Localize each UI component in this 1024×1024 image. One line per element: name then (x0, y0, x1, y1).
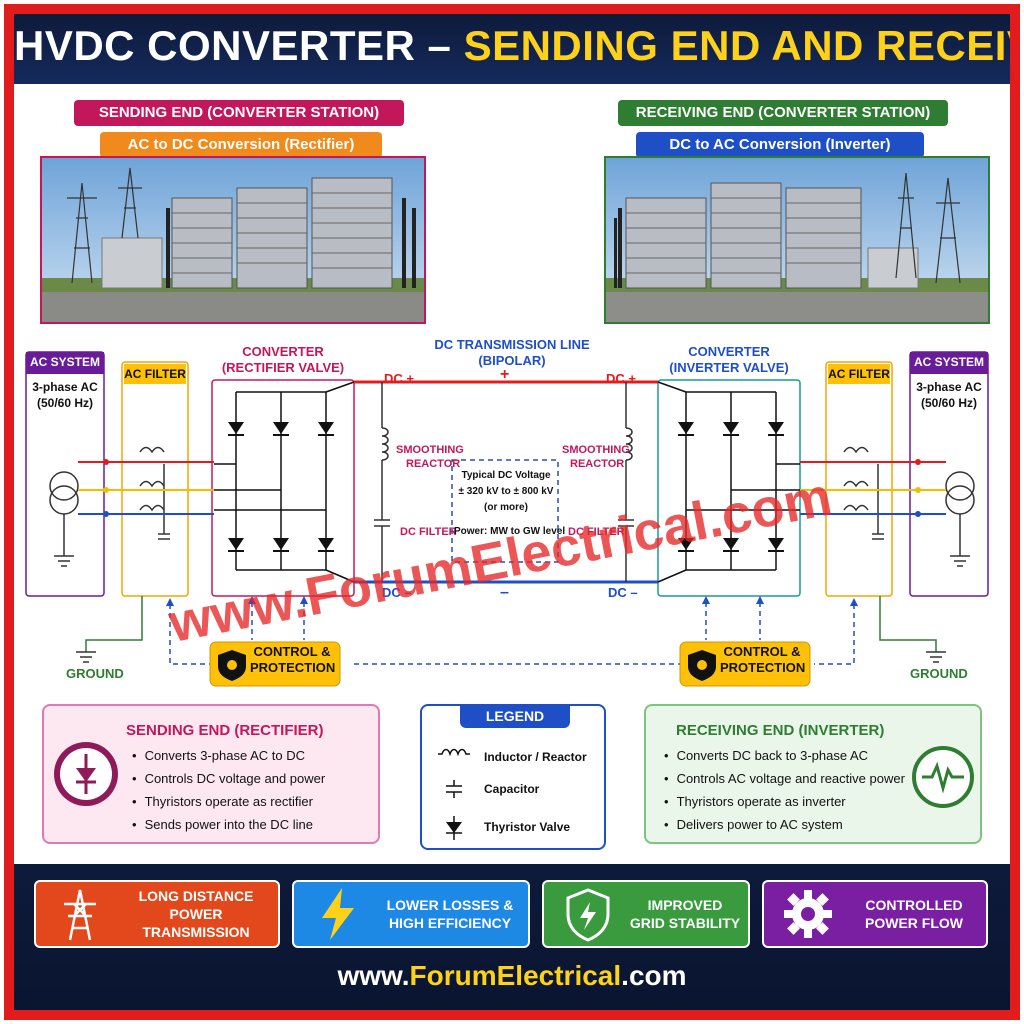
title-part2: SENDING END AND RECEIVING END (463, 22, 1010, 69)
lightning-icon (322, 888, 354, 940)
feature-label-line2: HIGH EFFICIENCY (388, 915, 512, 931)
receiving-subheader: DC to AC Conversion (Inverter) (636, 132, 924, 158)
gear-icon (784, 890, 832, 938)
receiving-smoothing-line2: REACTOR (570, 458, 625, 470)
title-dash: – (415, 22, 464, 69)
dc-line-title1: DC TRANSMISSION LINE (434, 337, 590, 352)
tower-icon (64, 889, 96, 941)
sending-station-photo (40, 156, 426, 324)
page-title: HVDC CONVERTER – SENDING END AND RECEIVI… (14, 22, 1010, 70)
receiving-ac-filter-box (825, 361, 893, 597)
rectifier-label-line1: CONVERTER (242, 344, 324, 359)
footer-url-pre: www. (337, 960, 410, 991)
receiving-ac-system-line2: (50/60 Hz) (920, 396, 978, 410)
list-item: Converts 3-phase AC to DC (132, 744, 325, 767)
receiving-header: RECEIVING END (CONVERTER STATION) (618, 100, 948, 126)
sending-dc-plus: DC + (384, 371, 414, 386)
sending-smoothing-line2: REACTOR (406, 458, 461, 470)
sending-ground-label: GROUND (66, 666, 124, 681)
sending-dc-filter-label: DC FILTER (400, 526, 457, 538)
inverter-sine-icon (912, 746, 974, 808)
footer-url-post: .com (621, 960, 687, 991)
footer-url[interactable]: www.ForumElectrical.com (14, 960, 1010, 992)
receiving-ac-filter-label: AC FILTER (828, 367, 890, 381)
rectifier-info-box: SENDING END (RECTIFIER) Converts 3-phase… (42, 704, 380, 844)
dc-line-minus: – (500, 584, 509, 601)
sending-dc-minus: DC – (382, 585, 412, 600)
receiving-station-photo (604, 156, 990, 324)
inverter-valve-box (657, 379, 801, 597)
dc-line-plus: + (500, 366, 510, 383)
rectifier-label-line2: (RECTIFIER VALVE) (221, 360, 345, 375)
list-item: Sends power into the DC line (132, 813, 325, 836)
legend-inductor: Inductor / Reactor (484, 750, 587, 764)
feature-controlled-flow: CONTROLLED POWER FLOW (762, 880, 988, 948)
sending-ac-system-line2: (50/60 Hz) (36, 396, 94, 410)
inverter-label-line2: (INVERTER VALVE) (669, 360, 789, 375)
inverter-info-box: RECEIVING END (INVERTER) Converts DC bac… (644, 704, 982, 844)
receiving-control-line2: PROTECTION (720, 660, 806, 675)
features-bar: LONG DISTANCE POWER TRANSMISSION LOWER LO… (14, 864, 1010, 1010)
legend-symbols (438, 748, 470, 840)
legend-thyristor: Thyristor Valve (484, 820, 571, 834)
list-item: Controls DC voltage and power (132, 767, 326, 790)
legend-title: LEGEND (460, 704, 570, 728)
infographic-frame: HVDC CONVERTER – SENDING END AND RECEIVI… (4, 4, 1020, 1020)
sending-ac-filter-label: AC FILTER (124, 367, 186, 381)
sending-control-line2: PROTECTION (250, 660, 336, 675)
feature-label-line2: POWER FLOW (865, 915, 963, 931)
receiving-smoothing-line1: SMOOTHING (562, 444, 630, 456)
dc-voltage-line1: Typical DC Voltage (461, 470, 551, 481)
dc-voltage-box (451, 459, 559, 563)
sending-subheader: AC to DC Conversion (Rectifier) (100, 132, 382, 158)
list-item: Thyristors operate as inverter (664, 790, 905, 813)
legend-box: LEGEND Inductor / Reactor Capacitor Thyr… (420, 704, 606, 850)
receiving-dc-filter-label: DC FILTER (568, 526, 625, 538)
sending-smoothing-line1: SMOOTHING (396, 444, 464, 456)
receiving-ground-label: GROUND (910, 666, 968, 681)
legend-capacitor: Capacitor (484, 782, 540, 796)
dc-voltage-line2: ± 320 kV to ± 800 kV (458, 486, 554, 497)
feature-label-line1: CONTROLLED (865, 897, 963, 913)
receiving-ac-system-title: AC SYSTEM (913, 355, 984, 369)
feature-grid-stability: IMPROVED GRID STABILITY (542, 880, 750, 948)
feature-lower-losses: LOWER LOSSES & HIGH EFFICIENCY (292, 880, 530, 948)
receiving-dc-plus: DC + (606, 371, 636, 386)
receiving-ac-system-line1: 3-phase AC (916, 380, 982, 394)
list-item: Converts DC back to 3-phase AC (664, 744, 905, 767)
sending-control-line1: CONTROL & (253, 644, 331, 659)
title-part1: HVDC CONVERTER (14, 22, 416, 69)
feature-long-distance: LONG DISTANCE POWER TRANSMISSION (34, 880, 280, 948)
list-item: Thyristors operate as rectifier (132, 790, 325, 813)
receiving-control-line1: CONTROL & (723, 644, 801, 659)
inverter-label-line1: CONVERTER (688, 344, 770, 359)
inverter-info-list: Converts DC back to 3-phase AC Controls … (664, 744, 905, 836)
list-item: Delivers power to AC system (664, 813, 905, 836)
rectifier-valve-box (211, 379, 355, 597)
shield-icon (566, 888, 610, 942)
rectifier-thyristor-icon (54, 742, 118, 806)
dc-line-title2: (BIPOLAR) (478, 353, 546, 368)
feature-label-line1: IMPROVED (647, 897, 723, 913)
footer-url-brand: ForumElectrical (409, 960, 622, 991)
inverter-info-title: RECEIVING END (INVERTER) (676, 722, 885, 739)
feature-label-line2: POWER TRANSMISSION (142, 906, 250, 940)
sending-ac-system-title: AC SYSTEM (29, 355, 100, 369)
sending-header: SENDING END (CONVERTER STATION) (74, 100, 404, 126)
list-item: Controls AC voltage and reactive power (664, 767, 905, 790)
receiving-control-box (679, 641, 811, 687)
rectifier-info-title: SENDING END (RECTIFIER) (126, 722, 324, 739)
dc-voltage-line3: (or more) (484, 502, 528, 513)
feature-label-line1: LOWER LOSSES & (386, 897, 514, 913)
rectifier-info-list: Converts 3-phase AC to DC Controls DC vo… (132, 744, 326, 836)
sending-ac-filter-box (121, 361, 189, 597)
feature-label-line1: LONG DISTANCE (138, 888, 254, 904)
hvdc-circuit-diagram (25, 351, 989, 687)
dc-power-label: Power: MW to GW level (454, 526, 566, 537)
feature-label-line2: GRID STABILITY (629, 915, 741, 931)
sending-ac-system-line1: 3-phase AC (32, 380, 98, 394)
sending-control-box (209, 641, 341, 687)
title-bar: HVDC CONVERTER – SENDING END AND RECEIVI… (14, 14, 1010, 84)
receiving-dc-minus: DC – (608, 585, 638, 600)
